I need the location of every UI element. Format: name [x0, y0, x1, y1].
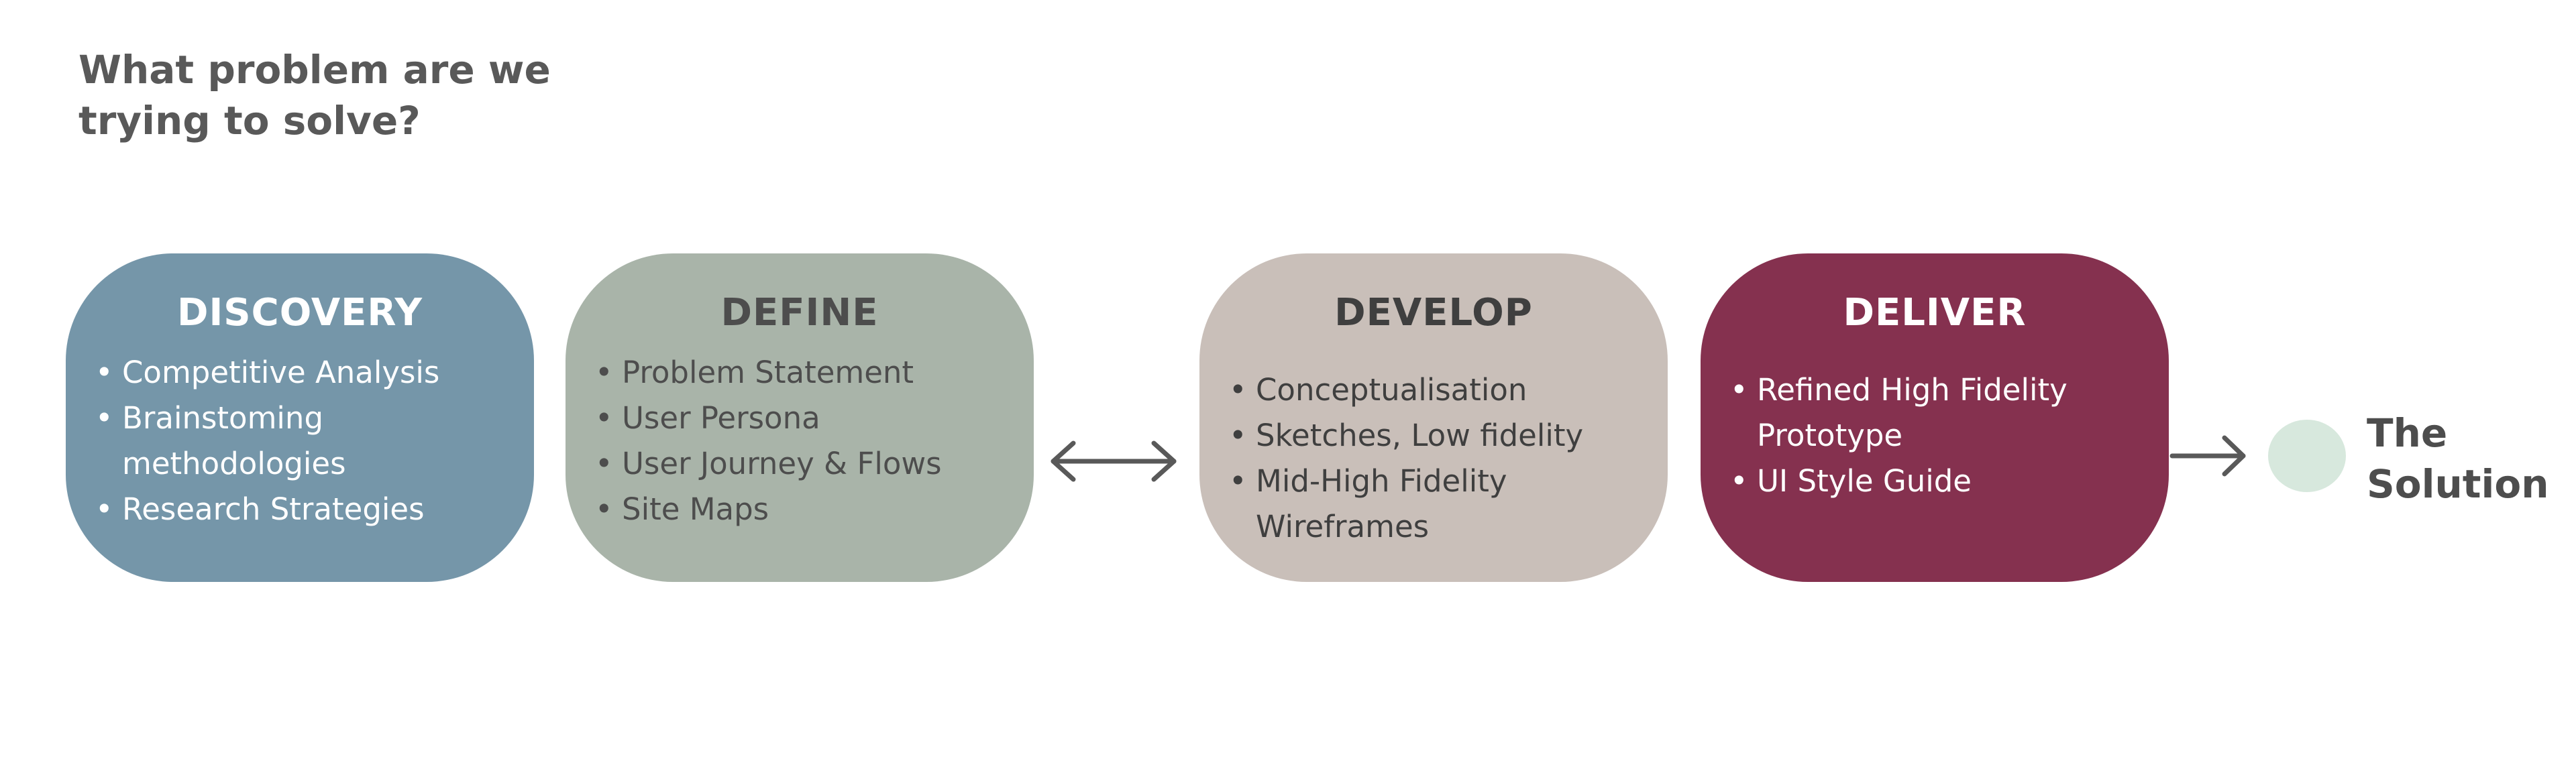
- deliver-item: Refined High Fidelity Prototype: [1730, 367, 2106, 459]
- develop-list: Conceptualisation Sketches, Low fidelity…: [1229, 367, 1583, 550]
- define-item: Site Maps: [595, 487, 942, 532]
- discovery-item: Brainstoming methodologies: [95, 396, 439, 487]
- problem-question: What problem are we trying to solve?: [78, 47, 551, 143]
- define-item: Problem Statement: [595, 350, 942, 396]
- deliver-item-text: Refined High Fidelity Prototype: [1757, 372, 2068, 453]
- discovery-card: DISCOVERY Competitive Analysis Brainstom…: [66, 253, 534, 582]
- solution-dot: [2268, 420, 2346, 492]
- define-card: DEFINE Problem Statement User Persona Us…: [566, 253, 1034, 582]
- discovery-item: Competitive Analysis: [95, 350, 439, 396]
- discovery-item: Research Strategies: [95, 487, 439, 532]
- develop-item: Conceptualisation: [1229, 367, 1583, 413]
- develop-item-text: Mid-High Fidelity Wireframes: [1256, 463, 1507, 544]
- develop-item: Sketches, Low fidelity: [1229, 413, 1583, 459]
- define-item: User Journey & Flows: [595, 441, 942, 487]
- define-item: User Persona: [595, 396, 942, 441]
- discovery-title: DISCOVERY: [176, 291, 423, 335]
- right-arrow-icon: [2169, 435, 2246, 477]
- develop-item: Mid-High Fidelity Wireframes: [1229, 459, 1583, 550]
- discovery-list: Competitive Analysis Brainstoming method…: [95, 350, 439, 532]
- deliver-item: UI Style Guide: [1730, 459, 2106, 504]
- deliver-title: DELIVER: [1843, 291, 2027, 335]
- define-title: DEFINE: [720, 291, 879, 335]
- discovery-item-text: Brainstoming methodologies: [122, 400, 346, 481]
- define-list: Problem Statement User Persona User Jour…: [595, 350, 942, 532]
- solution-label: The Solution: [2367, 408, 2568, 510]
- deliver-card: DELIVER Refined High Fidelity Prototype …: [1701, 253, 2169, 582]
- solution-label-text: The Solution: [2367, 410, 2549, 507]
- deliver-list: Refined High Fidelity Prototype UI Style…: [1730, 367, 2106, 504]
- develop-card: DEVELOP Conceptualisation Sketches, Low …: [1199, 253, 1668, 582]
- double-arrow-icon: [1051, 440, 1177, 482]
- develop-title: DEVELOP: [1334, 291, 1533, 335]
